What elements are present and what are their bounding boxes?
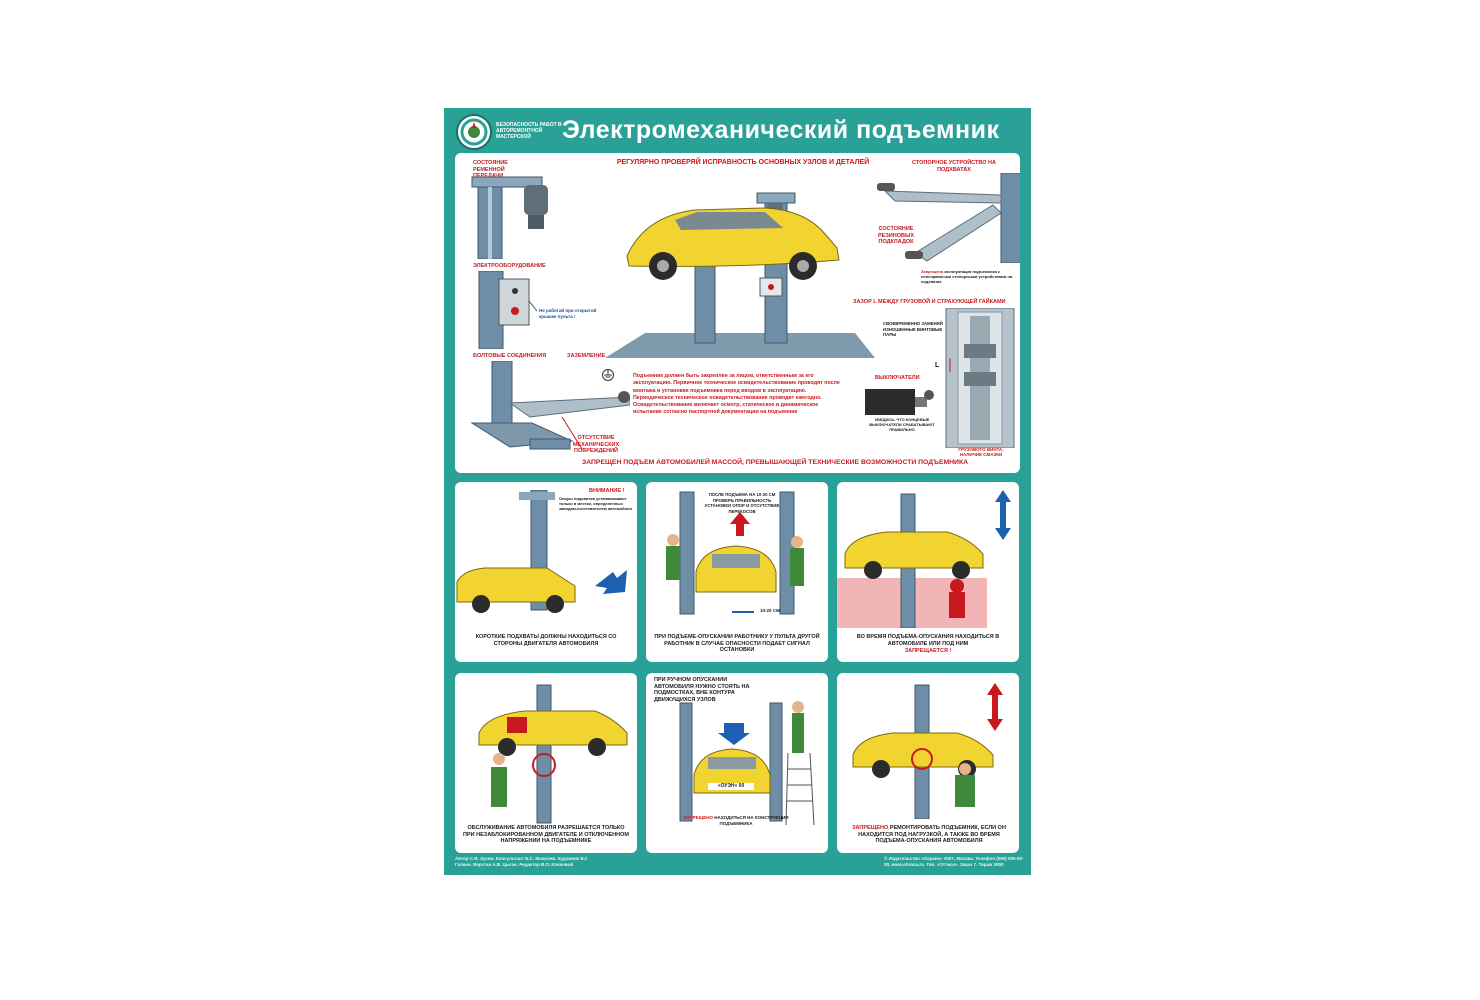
base-arms-illustration xyxy=(470,361,630,450)
logo-caption: Безопасность работ в авторемонтной масте… xyxy=(496,122,562,140)
panel-1-note-title: Внимание ! xyxy=(589,488,625,494)
panel-6-caption: ремонтировать подъемник, если он находит… xyxy=(858,825,1006,844)
panel-5-illustration xyxy=(679,701,815,826)
panel-3-illustration xyxy=(837,490,1011,628)
label-switches-note: Убедись, что концевые выключатели срабат… xyxy=(869,417,935,432)
panel-no-repair-loaded: Запрещено ремонтировать подъемник, если … xyxy=(837,673,1019,853)
panel-2-note: После подъема на 10-20 см проверь правил… xyxy=(704,492,780,514)
panel-service-safe: Обслуживание автомобиля разрешается толь… xyxy=(455,673,637,853)
panel-2-caption: При подъеме-опускании работнику у пульта… xyxy=(654,634,820,653)
label-electrical: Электрооборудование xyxy=(473,263,546,269)
panel-1-caption: Короткие подхваты должны находиться со с… xyxy=(475,634,617,647)
label-stopper: Стопорное устройство на подхватах xyxy=(912,160,996,173)
panel-4-illustration xyxy=(478,684,628,824)
label-damage: Отсутствие механических повреждений xyxy=(572,435,620,454)
electrical-box-illustration xyxy=(478,271,537,349)
overload-warning: Запрещен подъем автомобилей массой, прев… xyxy=(581,459,969,466)
panel-3-caption-red: запрещается ! xyxy=(904,648,952,654)
label-switches: Выключатели xyxy=(875,375,920,381)
panel-5-note: При ручном опускании автомобиля нужно ст… xyxy=(654,677,750,703)
label-forbidden: Запрещена эксплуатация подъемника с неис… xyxy=(921,269,1013,284)
label-no-work: Не работай при открытой крышке пульта ! xyxy=(539,308,597,319)
label-forbidden-rest: эксплуатация подъемника с неисправными с… xyxy=(921,269,1013,284)
label-rubber: Состояние резиновых подкладок xyxy=(877,226,914,245)
panel-3-caption: Во время подъема-опускания находиться в … xyxy=(856,634,1000,647)
panel-5-caption: находиться на конструкции подъемника xyxy=(714,815,789,826)
poster-header: Безопасность работ в авторемонтной масте… xyxy=(444,108,1031,154)
panel-check-supports: После подъема на 10-20 см проверь правил… xyxy=(646,482,828,662)
label-gap-note: Своевременно заменяй изношенные винтовые… xyxy=(883,321,943,337)
main-panel: Регулярно проверяй исправность основных … xyxy=(455,153,1020,473)
label-belt: Состояние ременной передачи xyxy=(473,160,508,179)
grounding-icon xyxy=(602,369,614,381)
panel-5-caption-red: Запрещено xyxy=(683,815,714,820)
panel-4-caption: Обслуживание автомобиля разрешается толь… xyxy=(463,825,629,844)
panel-6-caption-red: Запрещено xyxy=(852,825,889,831)
safety-logo-icon xyxy=(456,114,492,150)
main-heading: Регулярно проверяй исправность основных … xyxy=(616,159,870,166)
label-bolts: Болтовые соединения xyxy=(473,353,547,359)
footer-credits-right: © Издательство «Охрана» 2007, Москва. Те… xyxy=(884,856,1024,867)
belt-drive-illustration xyxy=(471,176,548,259)
panel-short-arms: Внимание ! Опоры подхватов устанавливают… xyxy=(455,482,637,662)
poster-title: Электромеханический подъемник xyxy=(562,116,1000,144)
car-on-lift-illustration xyxy=(605,192,875,358)
panel-6-illustration xyxy=(852,683,1003,819)
panel-2-illustration xyxy=(666,491,804,615)
limit-switch-illustration xyxy=(865,389,934,415)
panel-no-people: Во время подъема-опускания находиться в … xyxy=(837,482,1019,662)
label-forbidden-word: Запрещена xyxy=(921,269,944,274)
poster: Безопасность работ в авторемонтной масте… xyxy=(444,108,1031,875)
label-grounding: Заземление xyxy=(567,353,606,359)
arm-stopper-illustration xyxy=(877,173,1020,263)
panel-5-plate: «Оуэн» 00 xyxy=(708,783,754,790)
panel-manual-lowering: При ручном опускании автомобиля нужно ст… xyxy=(646,673,828,853)
inspection-paragraph: Подъемник должен быть закреплен за лицом… xyxy=(633,373,840,416)
panel-1-note: Опоры подхватов устанавливают только в м… xyxy=(559,496,632,511)
screw-nut-illustration xyxy=(945,308,1015,448)
panel-5-caption-block: Запрещено находиться на конструкции подъ… xyxy=(676,815,796,827)
label-gap: Зазор L между грузовой и страхующей гайк… xyxy=(853,299,1006,305)
panel-1-illustration xyxy=(456,490,627,613)
footer-credits-left: Автор С.В. Хусин. Консультант Б.С. Моисе… xyxy=(455,856,589,867)
panel-2-measure: 10-20 см xyxy=(760,608,780,613)
panel-6-caption-block: Запрещено ремонтировать подъемник, если … xyxy=(843,825,1015,845)
gap-letter: L xyxy=(935,362,940,369)
